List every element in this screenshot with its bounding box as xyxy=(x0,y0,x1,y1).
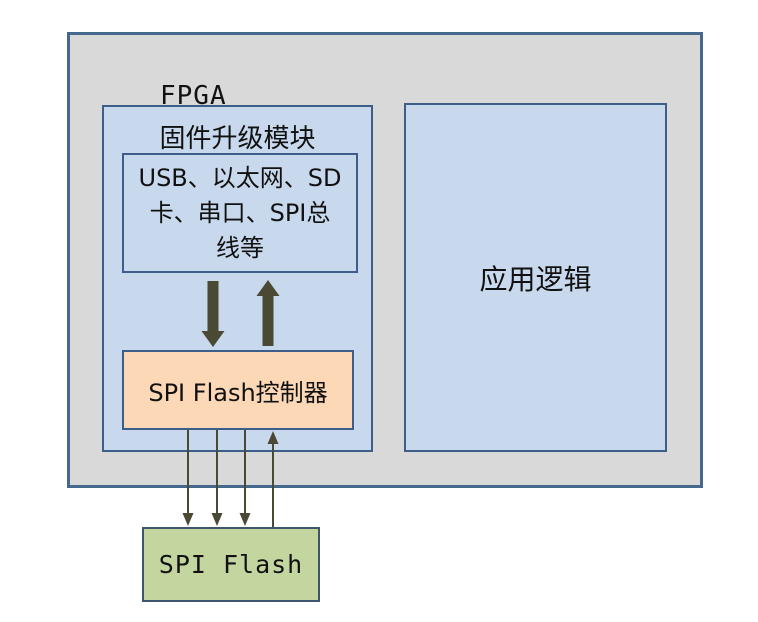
spi-signal-line-2-arrowhead xyxy=(211,513,223,526)
firmware-module-title: 固件升级模块 xyxy=(159,124,316,154)
spi-flash-controller-block: SPI Flash控制器 xyxy=(122,350,354,430)
app-logic-block: 应用逻辑 xyxy=(404,103,667,452)
spi-flash-controller-label: SPI Flash控制器 xyxy=(148,378,328,407)
interfaces-text-line-1: USB、以太网、SD xyxy=(138,163,342,192)
interfaces-block: USB、以太网、SD 卡、串口、SPI总 线等 xyxy=(122,153,358,273)
spi-signal-line-1-arrowhead xyxy=(182,513,194,526)
spi-signal-line-3-arrowhead xyxy=(239,513,251,526)
interfaces-text-line-2: 卡、串口、SPI总 xyxy=(149,198,331,227)
spi-flash-label: SPI Flash xyxy=(158,550,304,579)
app-logic-label: 应用逻辑 xyxy=(479,262,592,296)
interfaces-text-line-3: 线等 xyxy=(216,233,264,262)
spi-flash-block: SPI Flash xyxy=(142,527,320,602)
